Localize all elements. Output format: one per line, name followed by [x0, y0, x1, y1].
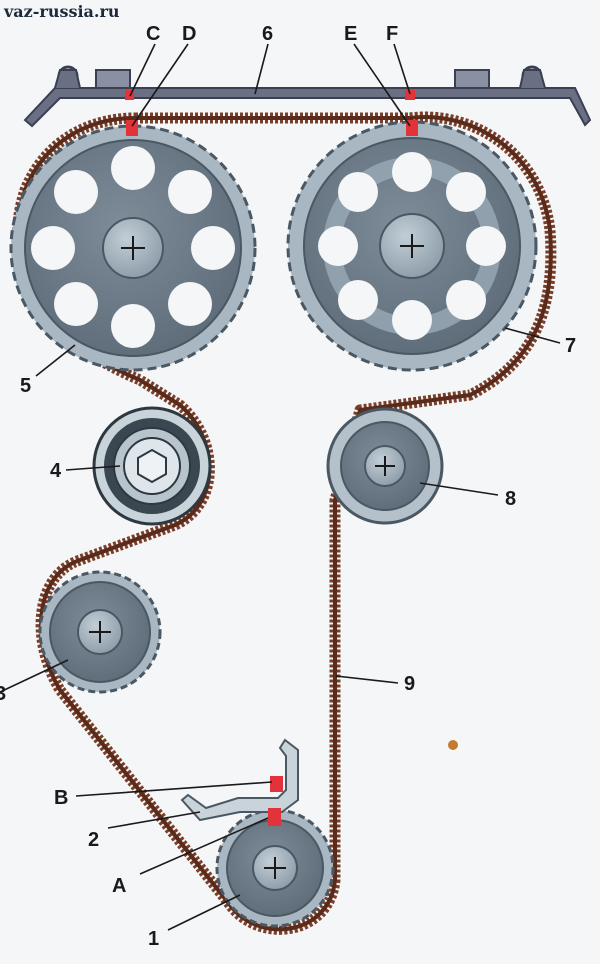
label-C: C: [146, 23, 160, 45]
label-8: 8: [505, 488, 516, 510]
label-D: D: [182, 23, 196, 45]
watermark: vaz-russia.ru: [4, 2, 120, 21]
label-F: F: [386, 23, 398, 45]
auxiliary-pulley: [38, 570, 162, 694]
label-B: B: [54, 787, 68, 809]
timing-indicator: [180, 738, 299, 822]
leader-lines: [0, 43, 561, 931]
label-9: 9: [404, 673, 415, 695]
timing-marks: [125, 90, 418, 826]
camshaft-pulley-right: [286, 120, 538, 372]
label-6: 6: [262, 23, 273, 45]
label-1: 1: [148, 928, 159, 950]
idler-roller: [326, 407, 444, 525]
belt-tensioner: [92, 406, 212, 526]
label-7: 7: [565, 335, 576, 357]
label-3: 3: [0, 683, 6, 705]
label-5: 5: [20, 375, 31, 397]
label-E: E: [344, 23, 357, 45]
label-4: 4: [50, 460, 62, 482]
camshaft-pulley-left: [9, 124, 257, 372]
stain-spot: [448, 740, 458, 750]
belt-cover: [23, 65, 592, 128]
label-A: A: [112, 875, 126, 897]
label-2: 2: [88, 829, 99, 851]
crankshaft-pulley: [215, 808, 335, 928]
